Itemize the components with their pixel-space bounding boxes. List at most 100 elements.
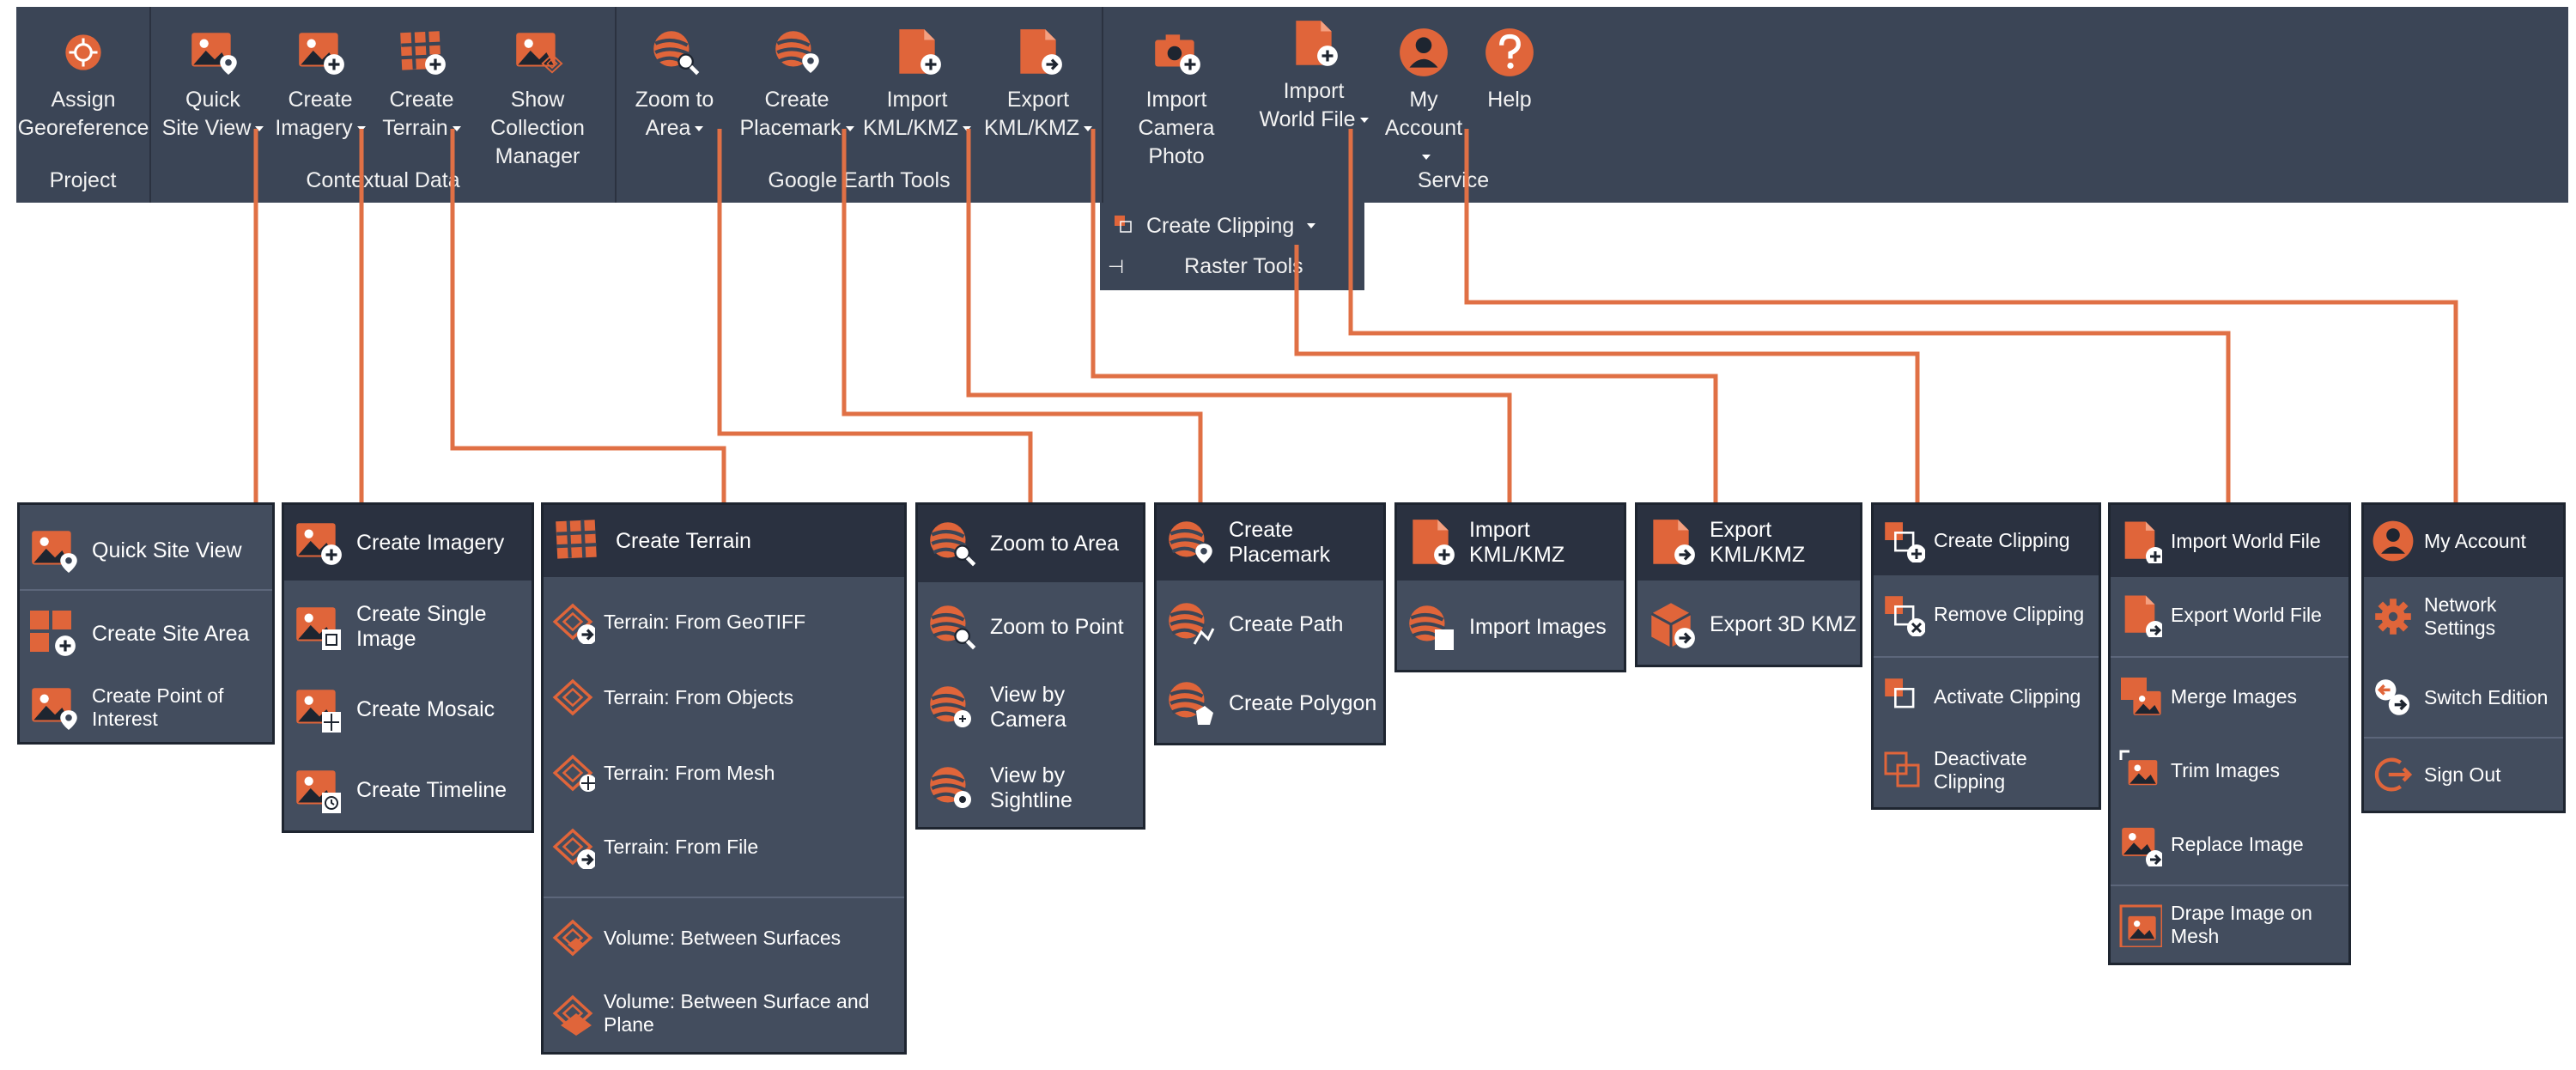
menu-item-drape-image-on-mesh[interactable]: Drape Image on Mesh [2111,888,2348,962]
menu-item-sign-out[interactable]: Sign Out [2364,739,2563,811]
menu-zoom-to-area: Zoom to Area Zoom to Point View by Camer… [915,502,1145,830]
menu-item-replace-image[interactable]: Replace Image [2111,807,2348,881]
zoom-point-icon [925,600,978,654]
menu-item-create-single-image[interactable]: Create Single Image [284,587,532,666]
menu-item-create-timeline[interactable]: Create Timeline [284,751,532,830]
menu-item-my-account[interactable]: My Account [2364,505,2563,577]
menu-item-merge-images[interactable]: Merge Images [2111,660,2348,733]
menu-item-create-site-area[interactable]: Create Site Area [20,599,272,668]
menu-quick-site-view: Quick Site View Create Site Area Create … [17,502,275,745]
menu-item-create-terrain[interactable]: Create Terrain [544,505,904,577]
export-3d-icon [1644,598,1696,649]
menu-item-view-by-camera[interactable]: View by Camera [918,668,1143,747]
import-kml-icon [890,26,942,76]
panel-label-project: Project [49,168,117,192]
import-camera-photo-button[interactable]: Import Camera Photo [1108,26,1245,171]
import-world-file-button[interactable]: Import World File [1249,17,1378,134]
deactivate-clipping-icon [1884,751,1920,787]
menu-item-zoom-to-point[interactable]: Zoom to Point [918,587,1143,666]
menu-item-terrain-from-geotiff[interactable]: Terrain: From GeoTIFF [544,586,904,658]
menu-item-activate-clipping[interactable]: Activate Clipping [1874,660,2099,733]
activate-clipping-icon [1880,674,1925,719]
create-clipping-icon [1880,518,1925,562]
export-kml-icon [1012,26,1063,76]
menu-item-remove-clipping[interactable]: Remove Clipping [1874,577,2099,651]
my-account-label: My Account [1381,86,1467,171]
menu-item-view-by-sightline[interactable]: View by Sightline [918,749,1143,828]
create-clipping-split-button[interactable]: Create Clipping [1112,213,1316,239]
import-world-file-label: Import World File [1259,77,1369,134]
import-camera-photo-label: Import Camera Photo [1138,88,1215,168]
remove-clipping-icon [1880,592,1925,636]
quick-site-view-button[interactable]: Quick Site View [157,26,269,143]
assign-georeference-button[interactable]: Assign Georeference [18,26,149,143]
menu-item-create-point-of-interest[interactable]: Create Point of Interest [20,673,272,742]
zoom-to-area-label: Zoom to Area [635,88,714,140]
quick-site-view-label: Quick Site View [162,86,264,143]
menu-separator [20,589,272,591]
create-terrain-button[interactable]: Create Terrain [374,26,469,143]
menu-separator [2111,656,2348,658]
menu-item-create-clipping[interactable]: Create Clipping [1874,505,2099,575]
help-button[interactable]: Help [1467,26,1552,114]
menu-item-volume-between-surfaces[interactable]: Volume: Between Surfaces [544,902,904,974]
menu-item-network-settings[interactable]: Network Settings [2364,579,2563,654]
menu-item-terrain-from-file[interactable]: Terrain: From File [544,811,904,883]
menu-item-export-world-file[interactable]: Export World File [2111,579,2348,651]
menu-item-create-mosaic[interactable]: Create Mosaic [284,670,532,749]
menu-item-terrain-from-mesh[interactable]: Terrain: From Mesh [544,737,904,809]
menu-item-zoom-to-area[interactable]: Zoom to Area [918,505,1143,582]
geotiff-terrain-icon [550,599,595,644]
menu-item-switch-edition[interactable]: Switch Edition [2364,660,2563,735]
export-kml-button[interactable]: Export KML/KMZ [981,26,1095,143]
create-terrain-label: Create Terrain [382,86,461,143]
account-icon [1397,26,1450,79]
menu-separator [2111,885,2348,886]
placemark-icon [1163,516,1212,563]
menu-my-account: My Account Network Settings Switch Editi… [2361,502,2566,813]
drape-image-icon [2119,904,2162,947]
menu-item-volume-between-surface-and-plane[interactable]: Volume: Between Surface and Plane [544,977,904,1049]
menu-item-import-images[interactable]: Import Images [1397,587,1624,666]
trim-images-icon [2119,750,2158,786]
menu-import-world-file: Import World File Export World File Merg… [2108,502,2351,965]
create-imagery-icon [291,516,343,566]
menu-item-trim-images[interactable]: Trim Images [2111,733,2348,807]
account-icon [2371,519,2415,563]
create-placemark-icon [770,26,819,73]
create-imagery-button[interactable]: Create Imagery [273,26,368,143]
export-kml-icon [1644,516,1696,566]
menu-item-create-path[interactable]: Create Path [1157,586,1383,663]
menu-create-imagery: Create Imagery Create Single Image Creat… [282,502,534,833]
export-world-file-icon [2117,593,2162,637]
menu-create-placemark: Create Placemark Create Path Create Poly… [1154,502,1386,745]
sign-out-icon [2371,752,2415,797]
menu-create-terrain: Create Terrain Terrain: From GeoTIFF Ter… [541,502,907,1055]
menu-item-create-imagery[interactable]: Create Imagery [284,505,532,581]
zoom-area-icon [925,517,978,570]
menu-item-import-world-file[interactable]: Import World File [2111,505,2348,577]
collection-manager-icon [511,26,563,74]
menu-item-create-placemark[interactable]: Create Placemark [1157,505,1383,581]
world-file-icon [1287,17,1339,67]
point-of-interest-icon [27,681,77,730]
zoom-to-area-button[interactable]: Zoom to Area [625,26,724,143]
menu-item-quick-site-view[interactable]: Quick Site View [20,515,272,586]
import-kml-button[interactable]: Import KML/KMZ [861,26,973,143]
zoom-to-area-icon [648,26,702,79]
view-camera-icon [925,681,971,727]
menu-item-terrain-from-objects[interactable]: Terrain: From Objects [544,661,904,733]
menu-item-import-kml[interactable]: Import KML/KMZ [1397,505,1624,581]
create-terrain-icon [395,26,447,76]
my-account-button[interactable]: My Account [1381,26,1467,171]
site-area-icon [30,611,76,657]
show-collection-manager-button[interactable]: Show Collection Manager [464,26,611,171]
menu-item-deactivate-clipping[interactable]: Deactivate Clipping [1874,733,2099,807]
camera-icon [1150,26,1201,76]
import-images-icon [1404,600,1454,650]
gear-icon [2371,594,2415,639]
menu-item-export-kml[interactable]: Export KML/KMZ [1637,505,1860,581]
create-placemark-button[interactable]: Create Placemark [737,26,857,143]
menu-item-create-polygon[interactable]: Create Polygon [1157,665,1383,742]
menu-item-export-3d-kmz[interactable]: Export 3D KMZ [1637,586,1860,663]
